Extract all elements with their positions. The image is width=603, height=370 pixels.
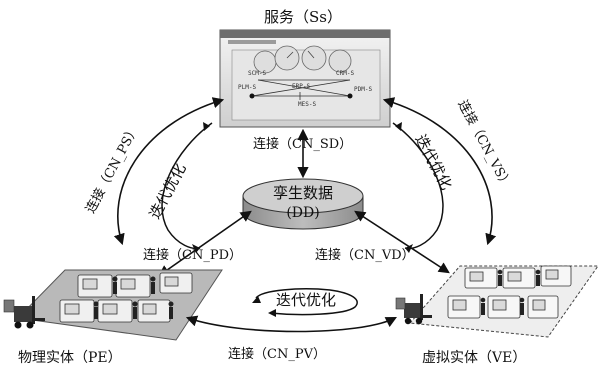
forklift-icon (395, 294, 432, 325)
module-crm: CRM-S (336, 70, 354, 77)
worker-icon (480, 269, 541, 315)
forklift-icon (3, 296, 45, 329)
module-erp: ERP-S (292, 83, 310, 90)
label-cn-ps: 连接（CN_PS） (82, 122, 142, 216)
worker-icon (93, 276, 174, 319)
twin-data-sub: (DD) (286, 205, 319, 221)
module-scm: SCM-S (248, 70, 266, 77)
label-cn-pd: 连接（CN_PD） (143, 247, 242, 263)
module-plm: PLM-S (238, 84, 256, 91)
arrow-cn-vs (382, 97, 497, 246)
iter-right: 迭代优化 (411, 131, 455, 192)
loop-bottom (255, 288, 358, 316)
twin-data-label: 孪生数据 (273, 184, 333, 202)
iter-bottom: 迭代优化 (276, 291, 336, 309)
iter-left: 迭代优化 (146, 160, 190, 221)
arrow-cn-vd (354, 210, 450, 274)
module-pdm: PDM-S (354, 86, 372, 93)
physical-entity (3, 269, 223, 341)
services-label: 服务（Ss） (264, 8, 342, 26)
label-cn-pv: 连接（CN_PV） (228, 346, 326, 362)
arrow-cn-ps (113, 97, 225, 246)
virtual-entity (395, 265, 599, 338)
label-cn-vd: 连接（CN_VD） (315, 247, 415, 263)
module-mes: MES-S (298, 101, 316, 108)
virtual-label: 虚拟实体（VE） (422, 350, 526, 366)
physical-label: 物理实体（PE） (18, 350, 122, 366)
twin-data-disk (242, 178, 364, 230)
window-titlebar (220, 30, 390, 38)
services-window: SCM-S CRM-S PLM-S ERP-S PDM-S MES-S (219, 29, 391, 128)
service-network (251, 79, 351, 100)
machine-tool-icon (447, 265, 572, 319)
machine-tool-icon (59, 272, 193, 323)
arrow-cn-pd (158, 210, 252, 277)
label-cn-vs: 连接（CN_VS） (454, 97, 514, 191)
label-cn-sd: 连接（CN_SD） (253, 136, 352, 152)
gauge-icon (253, 45, 352, 74)
arrow-cn-pv (185, 315, 397, 333)
